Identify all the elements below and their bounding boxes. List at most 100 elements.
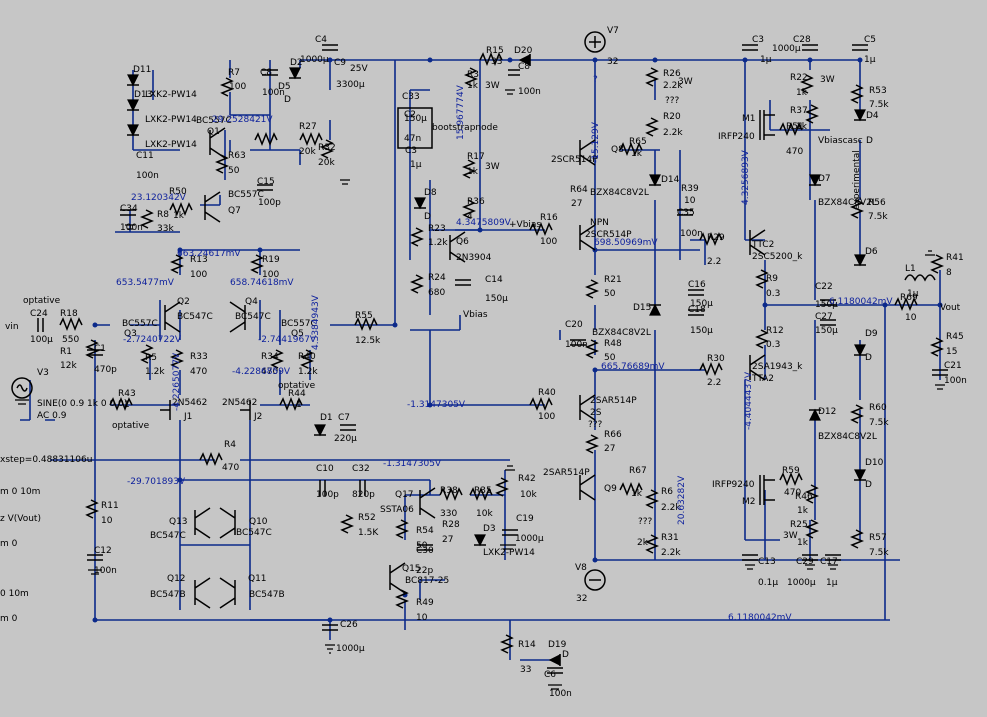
component-label: 330	[440, 509, 458, 519]
component-label: IRFP240	[718, 132, 755, 142]
component-label: BC557C	[196, 116, 232, 126]
component-label: 2.2	[707, 378, 722, 388]
component-label: LXK2-PW14	[145, 115, 197, 125]
component-label: 100n	[120, 223, 143, 233]
component-label: R9	[766, 274, 778, 284]
component-label: R51	[786, 122, 804, 132]
component-label: LXK2-PW14	[145, 90, 197, 100]
component-label: R60	[869, 403, 887, 413]
component-label: C13	[758, 557, 776, 567]
component-label: 12.5k	[355, 336, 381, 346]
component-label: R33	[190, 352, 208, 362]
component-label: 1k	[797, 538, 808, 548]
component-label: R50	[169, 187, 187, 197]
component-label: 50	[416, 541, 428, 551]
component-label: C32	[352, 464, 370, 474]
component-label: 7.5k	[869, 548, 889, 558]
component-label: C34	[120, 204, 138, 214]
component-label: 8	[946, 268, 952, 278]
component-label: 100n	[136, 171, 159, 181]
component-label: Q15	[402, 564, 421, 574]
component-label: D	[865, 353, 872, 363]
component-label: BZX84C8V2L	[590, 188, 649, 198]
component-label: R28	[442, 520, 460, 530]
component-label: LXK2-PW14	[145, 140, 197, 150]
component-label: R11	[101, 501, 119, 511]
component-label: Vout	[940, 303, 961, 313]
component-label: 2.2k	[661, 548, 681, 558]
component-label: 1000µ	[336, 644, 365, 654]
component-label: R59	[782, 466, 800, 476]
component-label: R55	[355, 311, 373, 321]
component-label: 2SA1943_k	[752, 362, 803, 372]
component-label: M1	[742, 114, 756, 124]
component-label: 15	[946, 347, 958, 357]
component-label: ???	[665, 96, 680, 106]
component-label: 1µ	[864, 55, 876, 65]
component-label: 2SAR514P	[543, 468, 590, 478]
component-label: 470	[786, 147, 804, 157]
component-label: C9	[334, 58, 347, 68]
component-label: Vbiascasc	[818, 136, 863, 146]
component-label: 50	[228, 166, 240, 176]
component-label: D6	[865, 247, 878, 257]
component-label: R39	[681, 184, 699, 194]
net-voltage-label: ?	[593, 75, 598, 85]
component-label: 2SC5200_k	[752, 252, 803, 262]
component-label: Q7	[228, 206, 241, 216]
component-label: J2	[254, 412, 263, 422]
component-label: 100p	[258, 198, 281, 208]
component-label: R53	[869, 86, 887, 96]
component-label: 10	[101, 516, 113, 526]
component-label: 2.2k	[663, 81, 683, 91]
component-label: C15	[257, 177, 275, 187]
component-label: optative	[278, 381, 316, 391]
component-label: SSTA06	[380, 505, 414, 515]
component-label: R7	[228, 68, 240, 78]
component-label: 7.5k	[868, 212, 888, 222]
component-label: BZX84C8V2L	[818, 198, 877, 208]
component-label: BZX84C8V2L	[818, 432, 877, 442]
component-label: 3W	[820, 75, 835, 85]
component-label: C10	[316, 464, 334, 474]
component-label: D7	[818, 174, 831, 184]
component-label: 25V	[350, 64, 368, 74]
component-label: 2.2k	[661, 503, 681, 513]
component-label: D19	[548, 640, 567, 650]
component-label: D11	[133, 65, 152, 75]
component-label: D1	[320, 413, 333, 423]
net-voltage-label: 4.3475809V	[456, 218, 511, 228]
component-label: D12	[818, 407, 837, 417]
component-label: +Vbias	[509, 220, 542, 230]
component-label: BC817-25	[405, 576, 450, 586]
component-label: R35	[474, 486, 492, 496]
component-label: BC547B	[150, 590, 186, 600]
component-label: R13	[190, 255, 208, 265]
component-label: 1k	[797, 506, 808, 516]
component-label: 100	[190, 270, 208, 280]
component-label: 2.2k	[663, 128, 683, 138]
component-label: D	[284, 95, 291, 105]
component-label: D5	[278, 82, 291, 92]
component-label: D9	[865, 329, 878, 339]
component-label: 100n	[680, 229, 703, 239]
spice-directive: m 0	[0, 614, 18, 624]
component-label: R17	[467, 152, 485, 162]
component-label: LXK2-PW14	[483, 548, 535, 558]
component-label: D	[866, 136, 873, 146]
component-label: 10	[905, 313, 917, 323]
component-label: 3W	[485, 81, 500, 91]
component-label: 1k	[796, 122, 807, 132]
component-label: D4	[866, 111, 879, 121]
component-label: R6	[661, 487, 673, 497]
component-label: D10	[865, 458, 884, 468]
component-label: R16	[540, 213, 558, 223]
component-label: 470	[222, 463, 240, 473]
component-label: 50	[604, 289, 616, 299]
component-label: 150µ	[690, 299, 713, 309]
component-label: D13	[134, 90, 153, 100]
component-label: Q2	[177, 297, 190, 307]
spice-directive: xstep=0.48831106u	[0, 455, 93, 465]
component-label: 22p	[416, 566, 434, 576]
component-label: C33	[402, 92, 420, 102]
